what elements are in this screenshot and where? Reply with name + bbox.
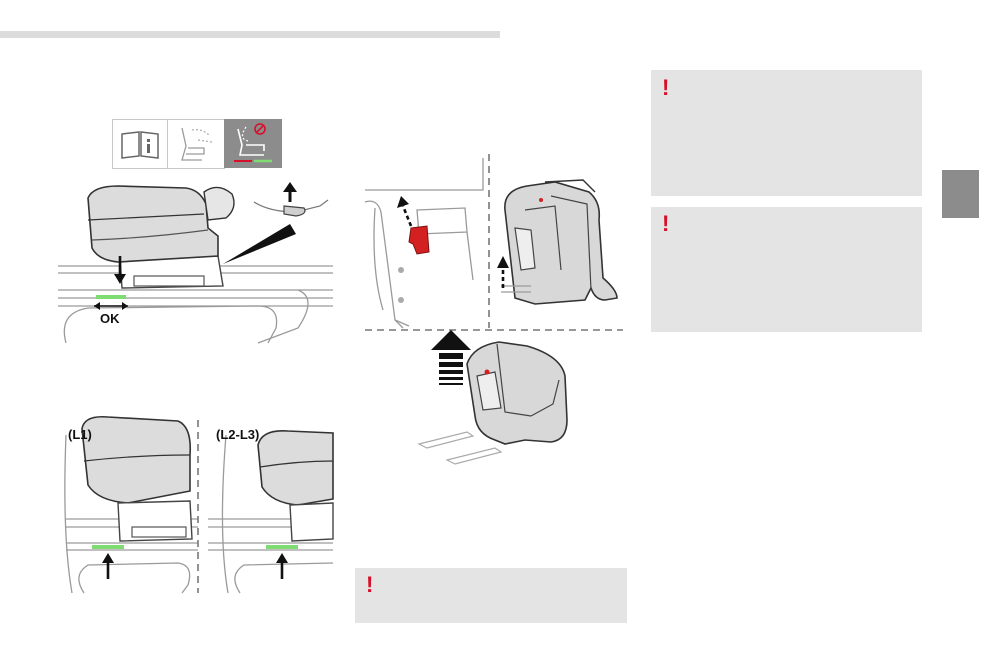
illustration-seat-positions: (L1) (L2-L3) bbox=[58, 415, 334, 594]
seat-removal-icon bbox=[224, 119, 282, 168]
illustration-seat-lift bbox=[355, 150, 630, 465]
warning-box-bottom-center: ! bbox=[355, 568, 627, 623]
warning-box-right-1: ! bbox=[651, 70, 922, 196]
chapter-tab[interactable] bbox=[942, 170, 979, 218]
pictogram-strip bbox=[112, 119, 282, 169]
seat-recline-icon bbox=[167, 119, 225, 169]
warning-exclamation-icon: ! bbox=[662, 75, 670, 100]
warning-exclamation-icon: ! bbox=[662, 211, 670, 236]
top-rule bbox=[0, 31, 500, 38]
position-label-l2-l3: (L2-L3) bbox=[216, 427, 260, 442]
warning-box-right-2: ! bbox=[651, 207, 922, 332]
illustration-seat-rail-ok: OK bbox=[58, 178, 333, 344]
warning-exclamation-icon: ! bbox=[366, 572, 374, 597]
ok-label: OK bbox=[100, 311, 120, 326]
position-label-l1: (L1) bbox=[68, 427, 92, 442]
manual-book-icon bbox=[112, 119, 168, 169]
